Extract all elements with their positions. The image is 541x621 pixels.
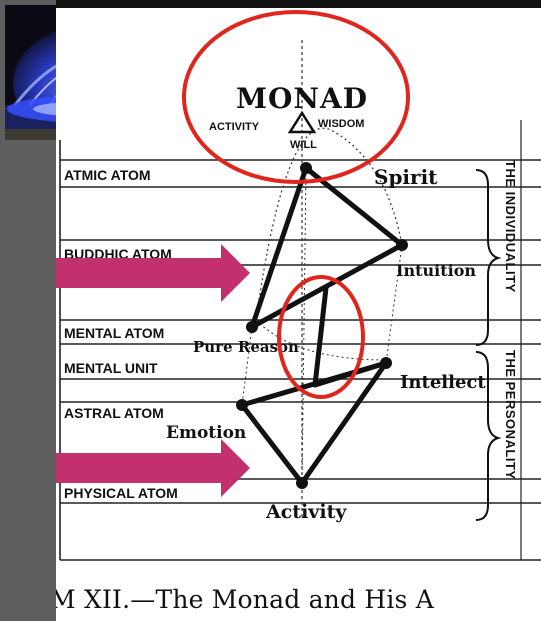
row-label: MENTAL UNIT bbox=[64, 360, 158, 376]
book-page: MONAD ACTIVITY WISDOM WILL ATMIC ATOM BU… bbox=[56, 0, 541, 621]
buddhic-pointer-arrow bbox=[56, 244, 250, 302]
pure-reason-label: Pure Reason bbox=[193, 338, 299, 356]
personality-brace bbox=[475, 351, 502, 521]
monad-highlight-ellipse bbox=[182, 10, 410, 184]
row-label: ASTRAL ATOM bbox=[64, 405, 164, 421]
monad-diagram: MONAD ACTIVITY WISDOM WILL ATMIC ATOM BU… bbox=[56, 10, 541, 561]
individuality-label: THE INDIVIDUALITY bbox=[503, 160, 518, 293]
monad-wisdom-label: WISDOM bbox=[318, 118, 364, 130]
spirit-label: Spirit bbox=[374, 165, 438, 189]
row-label: ATMIC ATOM bbox=[64, 167, 151, 183]
intuition-label: Intuition bbox=[396, 261, 476, 280]
row-label: MENTAL ATOM bbox=[64, 325, 164, 341]
mental-highlight-ellipse bbox=[277, 275, 365, 399]
emotion-label: Emotion bbox=[166, 423, 246, 443]
activity-node bbox=[296, 477, 308, 489]
row-label: PHYSICAL ATOM bbox=[64, 485, 178, 501]
monad-will-label: WILL bbox=[290, 139, 317, 151]
intellect-node bbox=[380, 357, 392, 369]
monad-triangle bbox=[287, 110, 317, 134]
dotted-arc bbox=[255, 127, 403, 321]
activity-label: Activity bbox=[265, 501, 347, 523]
individuality-brace bbox=[475, 169, 502, 346]
figure-caption: M XII.—The Monad and His A bbox=[56, 583, 541, 621]
intellect-label: Intellect bbox=[400, 372, 486, 393]
pure-reason-node bbox=[246, 321, 258, 333]
caption-text: M XII.—The Monad and His A bbox=[56, 585, 434, 614]
intuition-node bbox=[396, 239, 408, 251]
monad-label: MONAD bbox=[236, 82, 368, 115]
personality-label: THE PERSONALITY bbox=[503, 350, 518, 480]
page-top-edge bbox=[56, 0, 541, 8]
monad-activity-label: ACTIVITY bbox=[209, 121, 260, 133]
spirit-node bbox=[300, 162, 312, 174]
astral-pointer-arrow bbox=[56, 439, 250, 497]
emotion-node bbox=[236, 399, 248, 411]
